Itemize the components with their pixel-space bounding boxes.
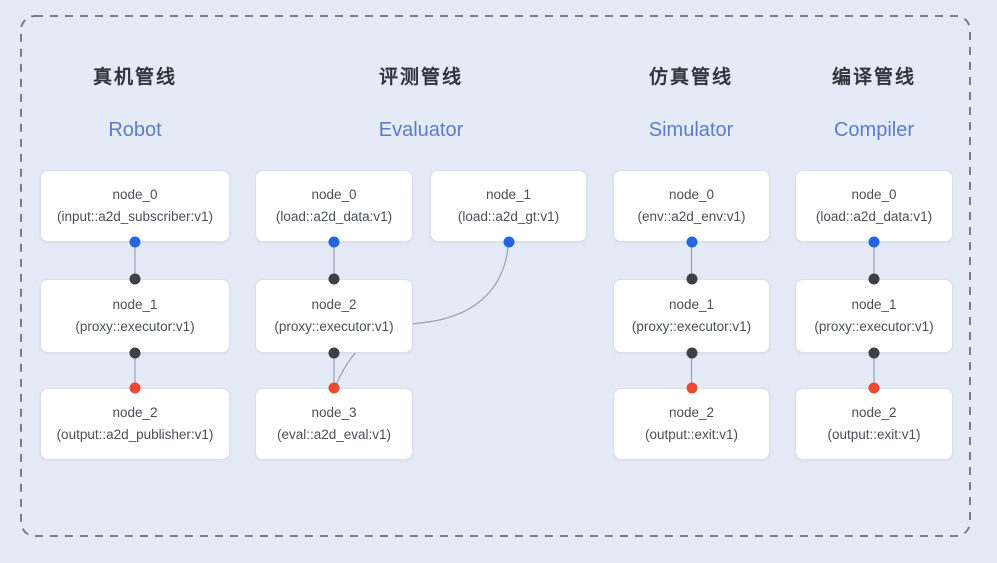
node-type-label: (load::a2d_data:v1) <box>815 209 933 224</box>
pipeline-title-en-evaluator: Evaluator <box>378 119 464 141</box>
node-type-label: (proxy::executor:v1) <box>814 319 934 334</box>
robot-node-2-box[interactable]: node_2(output::a2d_publisher:v1) <box>40 388 230 460</box>
compiler-node-0-box[interactable]: node_0(load::a2d_data:v1) <box>795 170 953 242</box>
pipeline-title-cn-compiler: 编译管线 <box>831 67 917 88</box>
robot-port-0-blue-dot[interactable] <box>129 236 141 248</box>
compiler-port-1-black-dot[interactable] <box>868 273 880 285</box>
node-name-label: node_1 <box>668 297 715 312</box>
node-name-label: node_2 <box>851 405 897 420</box>
pipeline-title-en-robot: Robot <box>108 119 162 141</box>
evaluator-port-3-black-dot[interactable] <box>328 347 340 359</box>
simulator-node-2-box[interactable]: node_2(output::exit:v1) <box>613 388 770 460</box>
robot-port-1-black-dot[interactable] <box>129 273 141 285</box>
simulator-port-3-red-dot[interactable] <box>686 382 697 394</box>
node-name-label: node_0 <box>311 187 357 202</box>
robot-node-0-box[interactable]: node_0(input::a2d_subscriber:v1) <box>40 170 230 242</box>
node-type-label: (input::a2d_subscriber:v1) <box>56 209 214 224</box>
compiler-port-2-black-dot[interactable] <box>868 347 880 359</box>
simulator-port-2-black-dot[interactable] <box>686 347 697 359</box>
node-type-label: (output::exit:v1) <box>827 427 921 442</box>
pipeline-title-cn-robot: 真机管线 <box>92 67 178 88</box>
pipeline-title-en-compiler: Compiler <box>833 119 915 141</box>
node-name-label: node_2 <box>311 297 357 312</box>
evaluator-port-4-red-dot[interactable] <box>328 382 340 394</box>
simulator-node-1-box[interactable]: node_1(proxy::executor:v1) <box>613 279 770 353</box>
node-name-label: node_0 <box>112 187 158 202</box>
node-type-label: (eval::a2d_eval:v1) <box>276 427 392 442</box>
compiler-port-3-red-dot[interactable] <box>868 382 880 394</box>
node-name-label: node_0 <box>668 187 715 202</box>
evaluator-node-2-box[interactable]: node_2(proxy::executor:v1) <box>255 279 413 353</box>
node-name-label: node_1 <box>485 187 532 202</box>
node-name-label: node_2 <box>112 405 158 420</box>
node-name-label: node_2 <box>668 405 715 420</box>
evaluator-port-1-blue-dot[interactable] <box>503 236 514 248</box>
evaluator-edge-2 <box>335 243 510 386</box>
node-name-label: node_3 <box>311 405 357 420</box>
pipeline-group-dashed-border <box>20 15 971 537</box>
compiler-node-1-box[interactable]: node_1(proxy::executor:v1) <box>795 279 953 353</box>
node-type-label: (proxy::executor:v1) <box>274 319 394 334</box>
simulator-port-0-blue-dot[interactable] <box>686 236 697 248</box>
node-name-label: node_1 <box>851 297 897 312</box>
node-type-label: (output::a2d_publisher:v1) <box>56 427 214 442</box>
pipeline-title-cn-evaluator: 评测管线 <box>378 67 464 88</box>
evaluator-node-1-box[interactable]: node_1(load::a2d_gt:v1) <box>430 170 587 242</box>
node-type-label: (proxy::executor:v1) <box>631 319 752 334</box>
robot-port-2-black-dot[interactable] <box>129 347 141 359</box>
node-type-label: (env::a2d_env:v1) <box>637 209 746 224</box>
pipeline-title-cn-simulator: 仿真管线 <box>648 67 734 88</box>
node-name-label: node_0 <box>851 187 897 202</box>
robot-port-3-red-dot[interactable] <box>129 382 141 394</box>
evaluator-node-0-box[interactable]: node_0(load::a2d_data:v1) <box>255 170 413 242</box>
robot-node-1-box[interactable]: node_1(proxy::executor:v1) <box>40 279 230 353</box>
node-type-label: (output::exit:v1) <box>644 427 739 442</box>
node-type-label: (load::a2d_data:v1) <box>275 209 393 224</box>
evaluator-port-2-black-dot[interactable] <box>328 273 340 285</box>
evaluator-node-3-box[interactable]: node_3(eval::a2d_eval:v1) <box>255 388 413 460</box>
simulator-node-0-box[interactable]: node_0(env::a2d_env:v1) <box>613 170 770 242</box>
evaluator-port-0-blue-dot[interactable] <box>328 236 340 248</box>
node-type-label: (proxy::executor:v1) <box>75 319 195 334</box>
pipeline-title-en-simulator: Simulator <box>648 119 734 141</box>
compiler-node-2-box[interactable]: node_2(output::exit:v1) <box>795 388 953 460</box>
compiler-port-0-blue-dot[interactable] <box>868 236 880 248</box>
node-name-label: node_1 <box>112 297 158 312</box>
simulator-port-1-black-dot[interactable] <box>686 273 697 285</box>
node-type-label: (load::a2d_gt:v1) <box>457 209 560 224</box>
